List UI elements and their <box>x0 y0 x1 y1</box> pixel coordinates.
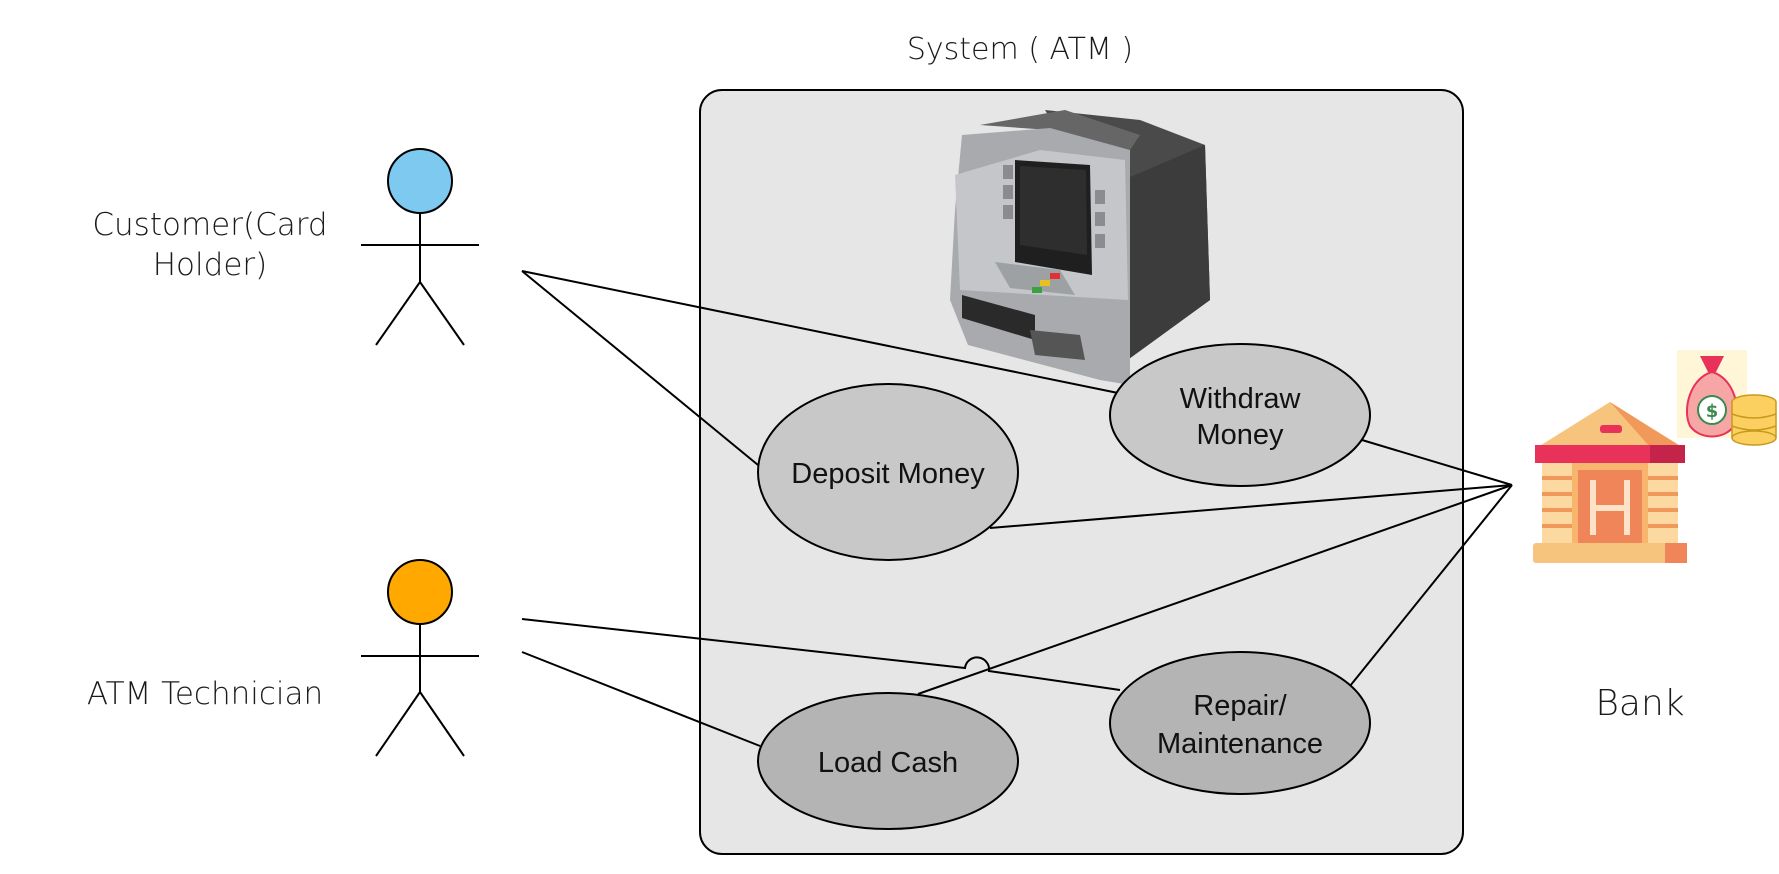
customer-label-line2: Holder) <box>152 247 268 283</box>
bank-label: Bank <box>1595 683 1685 724</box>
customer-head <box>387 148 453 214</box>
assoc-withdraw-bank <box>1361 439 1513 486</box>
svg-text:$: $ <box>1706 401 1719 422</box>
usecase-withdraw-label-1: Withdraw <box>1180 383 1302 415</box>
usecase-load-cash: Load Cash <box>757 692 1019 830</box>
customer-label: Customer(Card Holder) <box>60 205 360 285</box>
usecase-deposit-money: Deposit Money <box>757 383 1019 561</box>
technician-actor <box>361 559 479 757</box>
assoc-technician-repair <box>521 618 1121 691</box>
assoc-customer-deposit <box>521 270 759 466</box>
technician-head <box>387 559 453 625</box>
customer-actor <box>361 148 479 346</box>
assoc-technician-load <box>521 651 761 747</box>
usecase-repair-maintenance: Repair/ Maintenance <box>1109 651 1371 795</box>
bank-icon: $ <box>1533 350 1777 563</box>
usecase-repair-label-1: Repair/ <box>1193 690 1287 722</box>
assoc-deposit-bank <box>989 484 1513 529</box>
system-title: System ( ATM ) <box>906 32 1134 67</box>
usecase-deposit-label: Deposit Money <box>791 458 985 490</box>
assoc-repair-bank <box>1349 484 1513 687</box>
usecase-repair-label-2: Maintenance <box>1157 728 1323 760</box>
atm-machine-icon <box>950 110 1210 385</box>
usecase-withdraw-label-2: Money <box>1196 419 1284 451</box>
usecase-load-label: Load Cash <box>818 747 958 779</box>
assoc-load-bank <box>917 484 1513 695</box>
associations <box>521 270 1513 747</box>
assoc-customer-withdraw <box>521 270 1119 394</box>
technician-label: ATM Technician <box>86 676 324 712</box>
usecase-withdraw-money: Withdraw Money <box>1109 343 1371 487</box>
customer-label-line1: Customer(Card <box>92 207 328 243</box>
